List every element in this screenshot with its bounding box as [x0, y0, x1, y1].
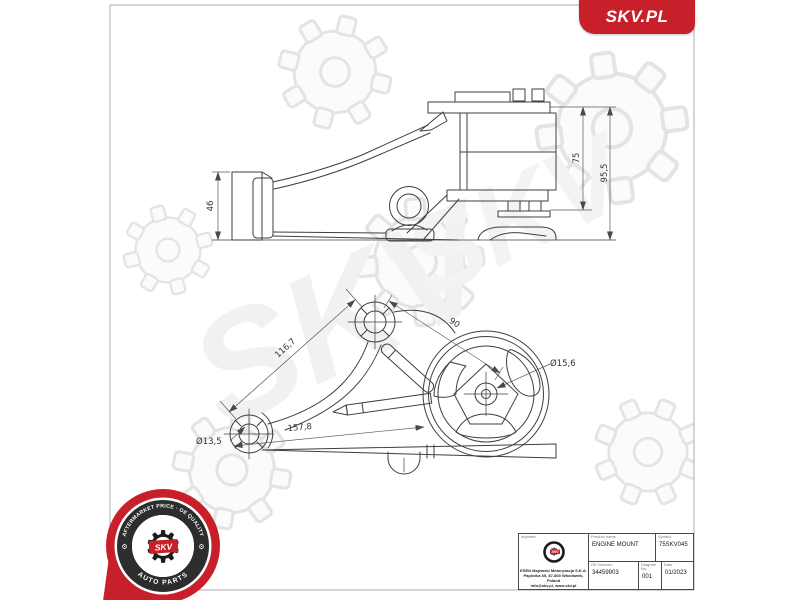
oe-number-label: OE Number: [591, 562, 613, 567]
importer-logo-text: SKV: [551, 550, 559, 554]
watermark-layer: SKV SKV: [110, 5, 694, 540]
symbol-value: 75SKV045: [659, 542, 688, 548]
dim-label-95-5: 95,5: [600, 164, 610, 183]
importer-logo: ⚙ SKV: [542, 541, 565, 563]
dim-label-46: 46: [206, 201, 216, 212]
dim-hole-to-center: [383, 294, 504, 381]
side-view-dimensions: [212, 106, 616, 241]
watermark-gear-icon: [265, 5, 405, 142]
product-name-cell: Product name ENGINE MOUNT: [589, 534, 656, 561]
importer-label: Importer: [521, 534, 536, 539]
diagram-no-label: Diagram No.: [641, 562, 657, 571]
dim-hole-spacing: [219, 288, 363, 420]
dim-label-90: 90: [447, 316, 462, 330]
seal-dark-ring: [117, 500, 209, 592]
dim-bracket-height: [212, 171, 230, 241]
symbol-label: Symbol: [658, 534, 672, 539]
importer-address-line2: Papieżka 65, 87-800 Włocławek, Poland: [523, 573, 584, 583]
leader-bore-diameter: [496, 363, 551, 389]
importer-address-line1: ESEN Majewski Motoryzacja S.K.A.: [520, 568, 587, 573]
dim-label-o15-6: Ø15,6: [550, 358, 576, 369]
side-view: [211, 88, 617, 242]
dim-overall-length: [233, 424, 425, 449]
leader-hole-diameter: [229, 426, 246, 442]
seal-center-text: SKV: [154, 541, 173, 552]
dim-label-75: 75: [572, 153, 582, 164]
diagram-no-cell: Diagram No. 001: [639, 562, 662, 589]
dim-block-height: [550, 106, 616, 211]
quality-seal: AFTERMARKET PRICE · OE QUALITY AUTO PART…: [103, 489, 220, 600]
brand-logo-text: SKV.PL: [605, 7, 669, 26]
dim-label-157-8: 157,8: [287, 422, 312, 434]
title-block: Importer ⚙ SKV ESEN Majewski Motoryzacja…: [518, 533, 694, 590]
seal-gear-icon: ⚙: [121, 543, 127, 551]
product-name-value: ENGINE MOUNT: [592, 542, 639, 548]
date-cell: Date 01/2023: [662, 562, 693, 589]
title-block-importer-cell: Importer ⚙ SKV ESEN Majewski Motoryzacja…: [519, 534, 589, 589]
watermark-gear-icon: [576, 380, 694, 524]
dim-label-o13-5: Ø13,5: [196, 436, 222, 447]
diagram-no-value: 001: [642, 574, 653, 580]
symbol-cell: Symbol 75SKV045: [656, 534, 693, 561]
base-plate: [261, 443, 557, 475]
brand-logo: SKV.PL: [579, 0, 695, 34]
product-name-label: Product name: [591, 534, 616, 539]
oe-number-cell: OE Number 34459903: [589, 562, 639, 589]
importer-address-line3: info@skv.pl, www.skv.pl: [530, 583, 577, 588]
seal-banner: SKV: [148, 539, 179, 554]
oe-number-value: 34459903: [592, 570, 619, 576]
date-label: Date: [664, 562, 673, 567]
date-value: 01/2023: [665, 570, 687, 576]
importer-address: ESEN Majewski Motoryzacja S.K.A. Papieżk…: [520, 568, 587, 588]
bottom-view-dimensions: [219, 288, 551, 449]
seal-gear-icon: ⚙: [198, 543, 204, 551]
